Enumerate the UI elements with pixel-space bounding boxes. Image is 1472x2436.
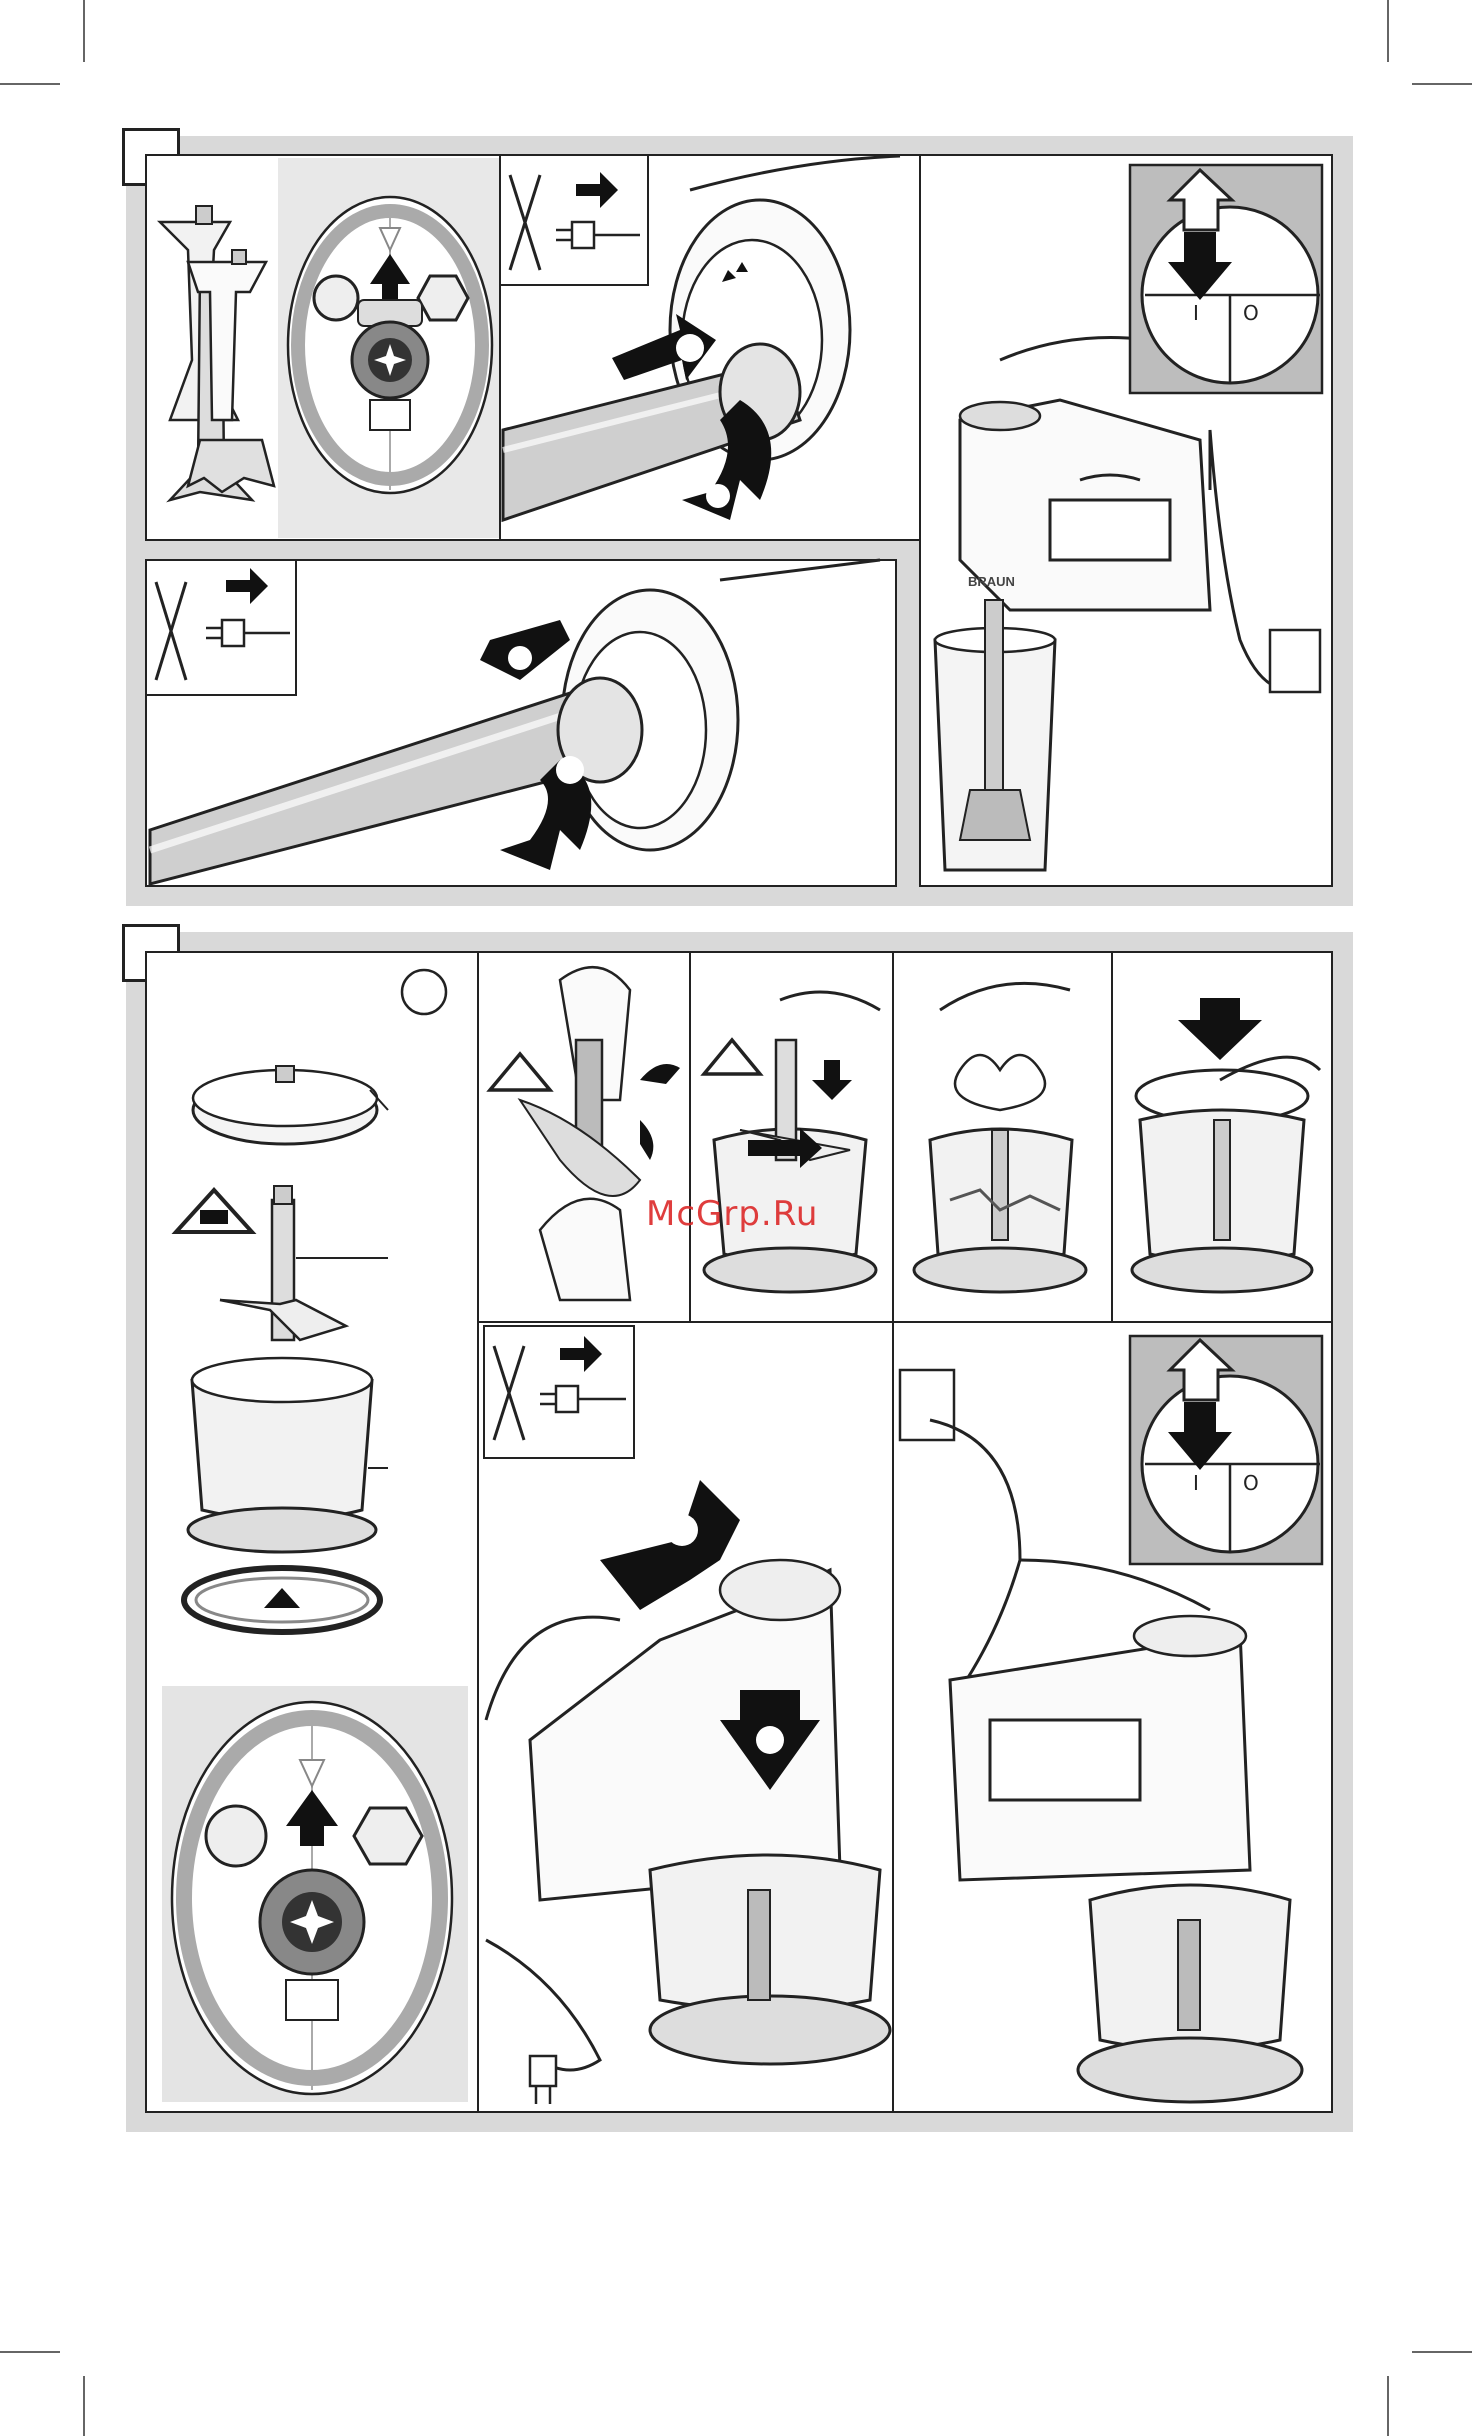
connector-detail-b: [162, 1686, 468, 2102]
watermark-text: McGrp.Ru: [646, 1194, 818, 1234]
switch-inset-b: I O: [1130, 1336, 1322, 1564]
switch-off-label-b: O: [1243, 1471, 1259, 1495]
switch-on-label-b: I: [1193, 1471, 1199, 1495]
unplug-warning-icon-3: [484, 1326, 634, 1458]
